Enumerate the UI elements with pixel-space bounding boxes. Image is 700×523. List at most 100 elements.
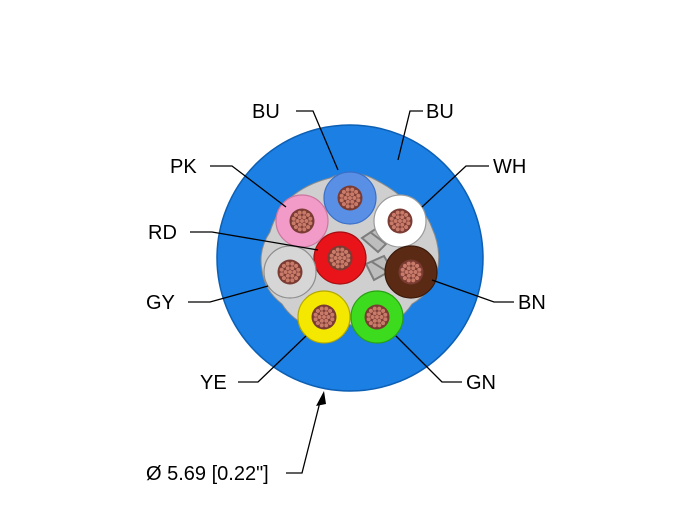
core-blue-strand [353,201,359,207]
core-green-strand [380,320,386,326]
core-brown-strand [402,263,408,269]
core-blue-strand [349,187,355,193]
core-gray-strand [281,263,287,269]
core-pink-strand [307,216,313,222]
core-pink-strand [293,212,299,218]
leader-bu-left [296,110,339,171]
core-red-strand [333,255,339,261]
core-blue-strand [345,203,351,209]
core-blue-strand [355,193,361,199]
leader-lines [188,110,514,474]
core-yellow-strand [315,320,321,326]
core-blue-strand [339,197,345,203]
core-green-strand [366,312,372,318]
core-white-strand [395,226,401,232]
core-yellow-strand [327,308,333,314]
core-pink-strand [305,224,311,230]
core-pink-strand [303,218,309,224]
core-white-strand [389,220,395,226]
core-red-strand [343,261,349,267]
core-yellow-strand [323,306,329,312]
core-white-strand [393,218,399,224]
leader-wh [421,165,489,208]
leader-bu-right [397,110,423,161]
label-ye: YE [200,372,227,394]
core-brown-strand [400,271,406,277]
core-white-strand [399,226,405,232]
core-brown-strand [410,277,416,283]
core-yellow-strand [313,316,319,322]
leader-rd [190,231,319,251]
core-white-strand [405,216,411,222]
core-yellow-strand [323,322,329,328]
core-white-strand [395,210,401,216]
core-green-strand [368,308,374,314]
core-pink-strand [291,216,297,222]
core-yellow-strand [329,312,335,318]
core-blue-strand [349,203,355,209]
leader-bn [431,279,514,303]
core-red-strand [339,263,345,269]
label-rd: RD [148,222,177,244]
label-diameter: Ø 5.69 [0.22"] [146,463,269,485]
core-red-strand [331,249,337,255]
core-green-strand [378,314,384,320]
core-yellow-strand [325,314,331,320]
core-red-strand [335,247,341,253]
core-gray-strand [295,267,301,273]
core-brown-strand [402,275,408,281]
core-blue-strand [353,189,359,195]
leader-pk [210,165,287,208]
core-pink-strand [295,218,301,224]
core-white-strand [389,216,395,222]
core-brown [384,245,438,299]
core-blue-strand [345,187,351,193]
core-gray-strand [285,277,291,283]
leader-gy [188,285,269,303]
core-yellow [297,290,351,344]
core-blue-strand [343,195,349,201]
core-blue-strand [341,201,347,207]
core-red-strand [331,261,337,267]
core-pink-strand [293,224,299,230]
core-gray-strand [293,275,299,281]
core-brown-strand [400,267,406,273]
core-red-strand [329,257,335,263]
core-gray-strand [291,269,297,275]
core-green-strand [376,306,382,312]
core-white [373,194,427,248]
label-bn: BN [518,292,546,314]
core-yellow-strand [317,314,323,320]
core-white-strand [401,218,407,224]
core-green-strand [382,312,388,318]
core-gray-strand [279,267,285,273]
core-green-strand [370,314,376,320]
leader-gn [395,335,462,383]
core-white-strand [403,224,409,230]
core-brown-strand [414,275,420,281]
core-blue [323,171,377,225]
core-gray-strand [285,261,291,267]
core-yellow-strand [319,306,325,312]
core-gray-strand [279,271,285,277]
core-yellow-strand [315,308,321,314]
diameter-arrowhead [316,391,326,406]
label-gn: GN [466,372,496,394]
label-pk: PK [170,156,197,178]
core-brown-strand [416,267,422,273]
core-yellow-strand [319,322,325,328]
core-pink-strand [305,212,311,218]
core-brown-strand [412,269,418,275]
core-pink [275,194,329,248]
core-pink-strand [301,226,307,232]
core-green-strand [376,322,382,328]
core-green-strand [372,322,378,328]
core-pink-strand [297,210,303,216]
core-red-strand [343,249,349,255]
core-gray-strand [289,277,295,283]
core-white-strand [391,224,397,230]
core-red-strand [335,263,341,269]
core-white-strand [403,212,409,218]
label-gy: GY [146,292,175,314]
